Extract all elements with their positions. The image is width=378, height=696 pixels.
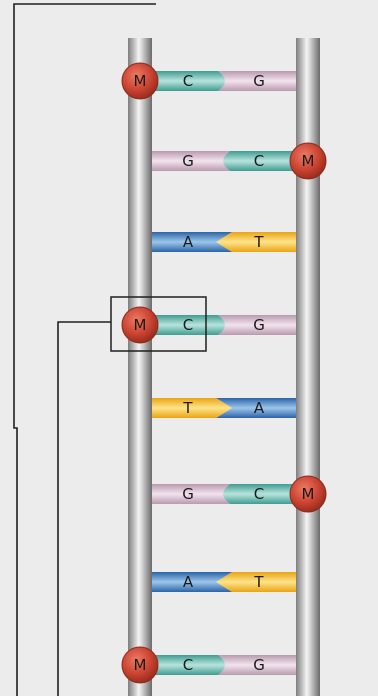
methyl-group-8: M xyxy=(121,646,159,684)
rung-3-right-label: T xyxy=(253,233,264,251)
rung-6-right-base-C xyxy=(223,484,296,504)
rung-3-right-base-T xyxy=(216,232,296,252)
base-labels: C G G C A T C G T A G C A T C G xyxy=(182,72,265,674)
methyl-group-6: M xyxy=(289,475,327,513)
rung-3-left-label: A xyxy=(183,233,194,251)
methyl-label-4: M xyxy=(134,316,147,334)
methyl-label-1: M xyxy=(134,72,147,90)
base-pair-rungs xyxy=(152,71,296,675)
methyl-label-6: M xyxy=(302,485,315,503)
rung-7-left-base-A xyxy=(152,572,232,592)
rung-1-right-label: G xyxy=(253,72,265,90)
left-backbone-rail xyxy=(128,38,152,696)
rung-7-right-label: T xyxy=(253,573,264,591)
rung-6-right-label: C xyxy=(254,485,264,503)
methyl-label-2: M xyxy=(302,152,315,170)
rung-5-right-base-A xyxy=(216,398,296,418)
right-backbone-rail xyxy=(296,38,320,696)
rung-8-right-label: G xyxy=(253,656,265,674)
methyl-group-1: M xyxy=(121,62,159,100)
rung-7-left-label: A xyxy=(183,573,194,591)
methyl-group-4: M xyxy=(121,306,159,344)
rung-8-left-base-C xyxy=(152,655,225,675)
rung-4-right-base-G xyxy=(218,315,296,335)
methyl-groups: M M M M M xyxy=(121,62,327,684)
rung-2-right-base-C xyxy=(223,151,296,171)
rung-6-left-label: G xyxy=(182,485,194,503)
outer-bracket-line xyxy=(13,3,156,696)
rung-1-right-base-G xyxy=(218,71,296,91)
rung-5-left-label: T xyxy=(182,399,193,417)
methyl-circle-6 xyxy=(289,475,327,513)
rung-8-left-label: C xyxy=(183,656,193,674)
methyl-circle-2 xyxy=(289,142,327,180)
rung-2-left-base-G xyxy=(152,151,230,171)
methyl-label-8: M xyxy=(134,656,147,674)
rung-2-right-label: C xyxy=(254,152,264,170)
rung-1-left-label: C xyxy=(183,72,193,90)
rung-2-left-label: G xyxy=(182,152,194,170)
rung-3-left-base-A xyxy=(152,232,232,252)
rung-8-right-base-G xyxy=(218,655,296,675)
rung-6-left-base-G xyxy=(152,484,230,504)
methyl-circle-4 xyxy=(121,306,159,344)
rung-4-left-label: C xyxy=(183,316,193,334)
rung-7-right-base-T xyxy=(216,572,296,592)
methyl-group-2: M xyxy=(289,142,327,180)
methyl-circle-8 xyxy=(121,646,159,684)
rung-5-left-base-T xyxy=(152,398,232,418)
methyl-circle-1 xyxy=(121,62,159,100)
inner-callout-line xyxy=(57,321,111,696)
rung-5-right-label: A xyxy=(254,399,265,417)
rung-1-left-base-C xyxy=(152,71,225,91)
rung-4-right-label: G xyxy=(253,316,265,334)
highlight-box xyxy=(110,296,207,352)
